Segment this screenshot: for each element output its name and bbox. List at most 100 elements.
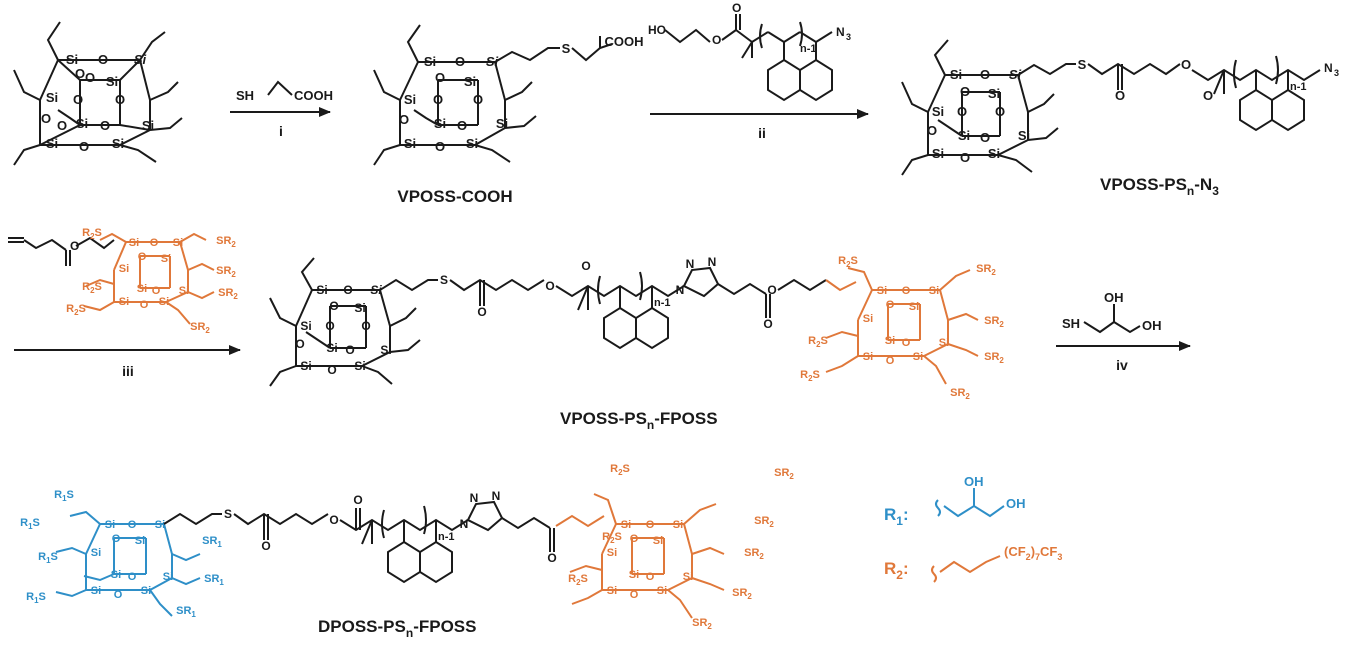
svg-text:O: O (763, 317, 772, 331)
svg-text:Si: Si (877, 285, 887, 297)
svg-text:Si: Si (119, 296, 129, 308)
svg-text:O: O (646, 519, 655, 531)
svg-text:Si: Si (300, 319, 311, 333)
svg-text:SR2: SR2 (976, 263, 996, 277)
svg-text:R2S: R2S (808, 335, 828, 349)
svg-text:Si: Si (316, 283, 327, 297)
svg-text:N: N (676, 283, 685, 297)
svg-text:Si: Si (76, 116, 88, 131)
svg-text:N: N (460, 517, 469, 531)
svg-text:Si: Si (932, 104, 944, 119)
vposs-ps-fposs-repeat: n-1 (654, 297, 671, 309)
svg-text:Si: Si (91, 547, 101, 559)
svg-text:i: i (279, 123, 283, 139)
svg-text:Si: Si (135, 535, 145, 547)
step-i: SH COOH i (230, 80, 333, 139)
svg-text:Si: Si (657, 585, 667, 597)
svg-text:Si: Si (129, 237, 139, 249)
svg-text:Si: Si (159, 296, 169, 308)
svg-text:OH: OH (1142, 318, 1162, 333)
svg-text:S: S (562, 41, 571, 56)
vposs-ps-n3-atoms: Si O Si Si O Si O O O Si O Si Si O Si S … (927, 57, 1213, 165)
svg-text:SR2: SR2 (950, 387, 970, 401)
svg-text:N: N (708, 255, 717, 269)
svg-text:Si: Si (46, 90, 58, 105)
svg-text:Si: Si (988, 86, 1000, 101)
svg-text:Si: Si (683, 571, 693, 583)
svg-text:Si: Si (863, 351, 873, 363)
svg-text:R2S: R2S (610, 463, 630, 477)
svg-text:O: O (435, 139, 445, 154)
svg-text:OH: OH (964, 474, 984, 489)
svg-text:Si: Si (155, 519, 165, 531)
svg-text:iv: iv (1116, 357, 1128, 373)
step-iii-reagent-o: O (70, 239, 79, 253)
vposs-ps-fposs-vposs-cage (269, 257, 827, 387)
svg-text:O: O (473, 92, 483, 107)
svg-text:Si: Si (607, 585, 617, 597)
step-iv: SH OH OH iv (1056, 290, 1191, 373)
svg-text:O: O (57, 118, 67, 133)
svg-text:R1S: R1S (26, 591, 46, 605)
svg-text:O: O (630, 589, 639, 601)
step-ii: HO O O n-1 N 3 ii (648, 1, 869, 141)
svg-text:O: O (960, 150, 970, 165)
svg-text:O: O (980, 130, 990, 145)
svg-text:Si: Si (137, 283, 147, 295)
dposs-ps-fposs-fposs-cage (555, 493, 725, 619)
svg-text:O: O (295, 337, 304, 351)
svg-text:SH: SH (236, 88, 254, 103)
dposs-ps-fposs-dposs-cage (55, 510, 201, 617)
svg-text:Si: Si (134, 52, 147, 67)
svg-text:R1S: R1S (38, 551, 58, 565)
vposs-ps-n3-structure (901, 39, 1321, 176)
svg-text:OH: OH (1006, 496, 1026, 511)
svg-text:SR2: SR2 (754, 515, 774, 529)
svg-text:O: O (886, 355, 895, 367)
vposs-ps-fposs-fposs-atoms: R2S Si O Si SR2 Si O Si SR2 R2S Si O Si … (800, 255, 1004, 401)
svg-text:Si: Si (46, 136, 58, 151)
svg-text:COOH: COOH (294, 88, 333, 103)
vposs-cage-start-atoms: Si O Si O Si O Si O O O Si O Si O Si O S… (41, 52, 154, 154)
vposs-cage-start (13, 21, 183, 166)
svg-text:Si: Si (909, 301, 919, 313)
product-vposs-ps-fposs: VPOSS-PSn-FPOSS (560, 409, 718, 432)
svg-text:S: S (1078, 57, 1087, 72)
svg-text:R2S: R2S (838, 255, 858, 269)
svg-text:COOH: COOH (605, 34, 644, 49)
svg-text:SR1: SR1 (204, 573, 224, 587)
svg-text:R2S: R2S (82, 281, 102, 295)
svg-text:O: O (353, 493, 362, 507)
step-iii-reagent-fposs (83, 232, 215, 325)
svg-text:SR1: SR1 (202, 535, 222, 549)
svg-text:Si: Si (404, 92, 416, 107)
svg-text:O: O (995, 104, 1005, 119)
svg-text:Si: Si (486, 54, 499, 69)
dposs-ps-fposs-fposs-atoms: R2S Si O Si SR2 Si O Si SR2 R2S Si O Si … (568, 463, 794, 631)
svg-text:Si: Si (958, 128, 970, 143)
vposs-cooh-atoms: Si O Si Si Si O O O O Si O Si Si O Si S … (399, 34, 644, 154)
svg-text:O: O (100, 118, 110, 133)
svg-text:O: O (150, 237, 159, 249)
vposs-ps-n3-repeat: n-1 (1290, 81, 1307, 93)
svg-text:Si: Si (354, 301, 365, 315)
svg-text:Si: Si (173, 237, 183, 249)
svg-text:S: S (440, 273, 448, 287)
vposs-ps-n3-azide-sub: 3 (1334, 68, 1339, 78)
svg-text:Si: Si (66, 52, 78, 67)
svg-text:O: O (152, 285, 161, 297)
svg-text:Si: Si (621, 519, 631, 531)
svg-text:Si: Si (1009, 67, 1022, 82)
svg-text:O: O (79, 139, 89, 154)
svg-text:O: O (1181, 57, 1191, 72)
svg-text:Si: Si (424, 54, 436, 69)
svg-text:R2S: R2S (602, 531, 622, 545)
svg-text:N: N (686, 257, 695, 271)
vposs-ps-fposs-atoms: Si O Si Si O Si O O O Si O Si Si O Si S … (295, 255, 776, 377)
vposs-cooh-structure (373, 24, 613, 166)
svg-text:O: O (435, 70, 445, 85)
svg-text:O: O (73, 92, 83, 107)
svg-text:3: 3 (846, 32, 851, 42)
svg-text:O: O (345, 343, 354, 357)
svg-text:O: O (960, 84, 970, 99)
